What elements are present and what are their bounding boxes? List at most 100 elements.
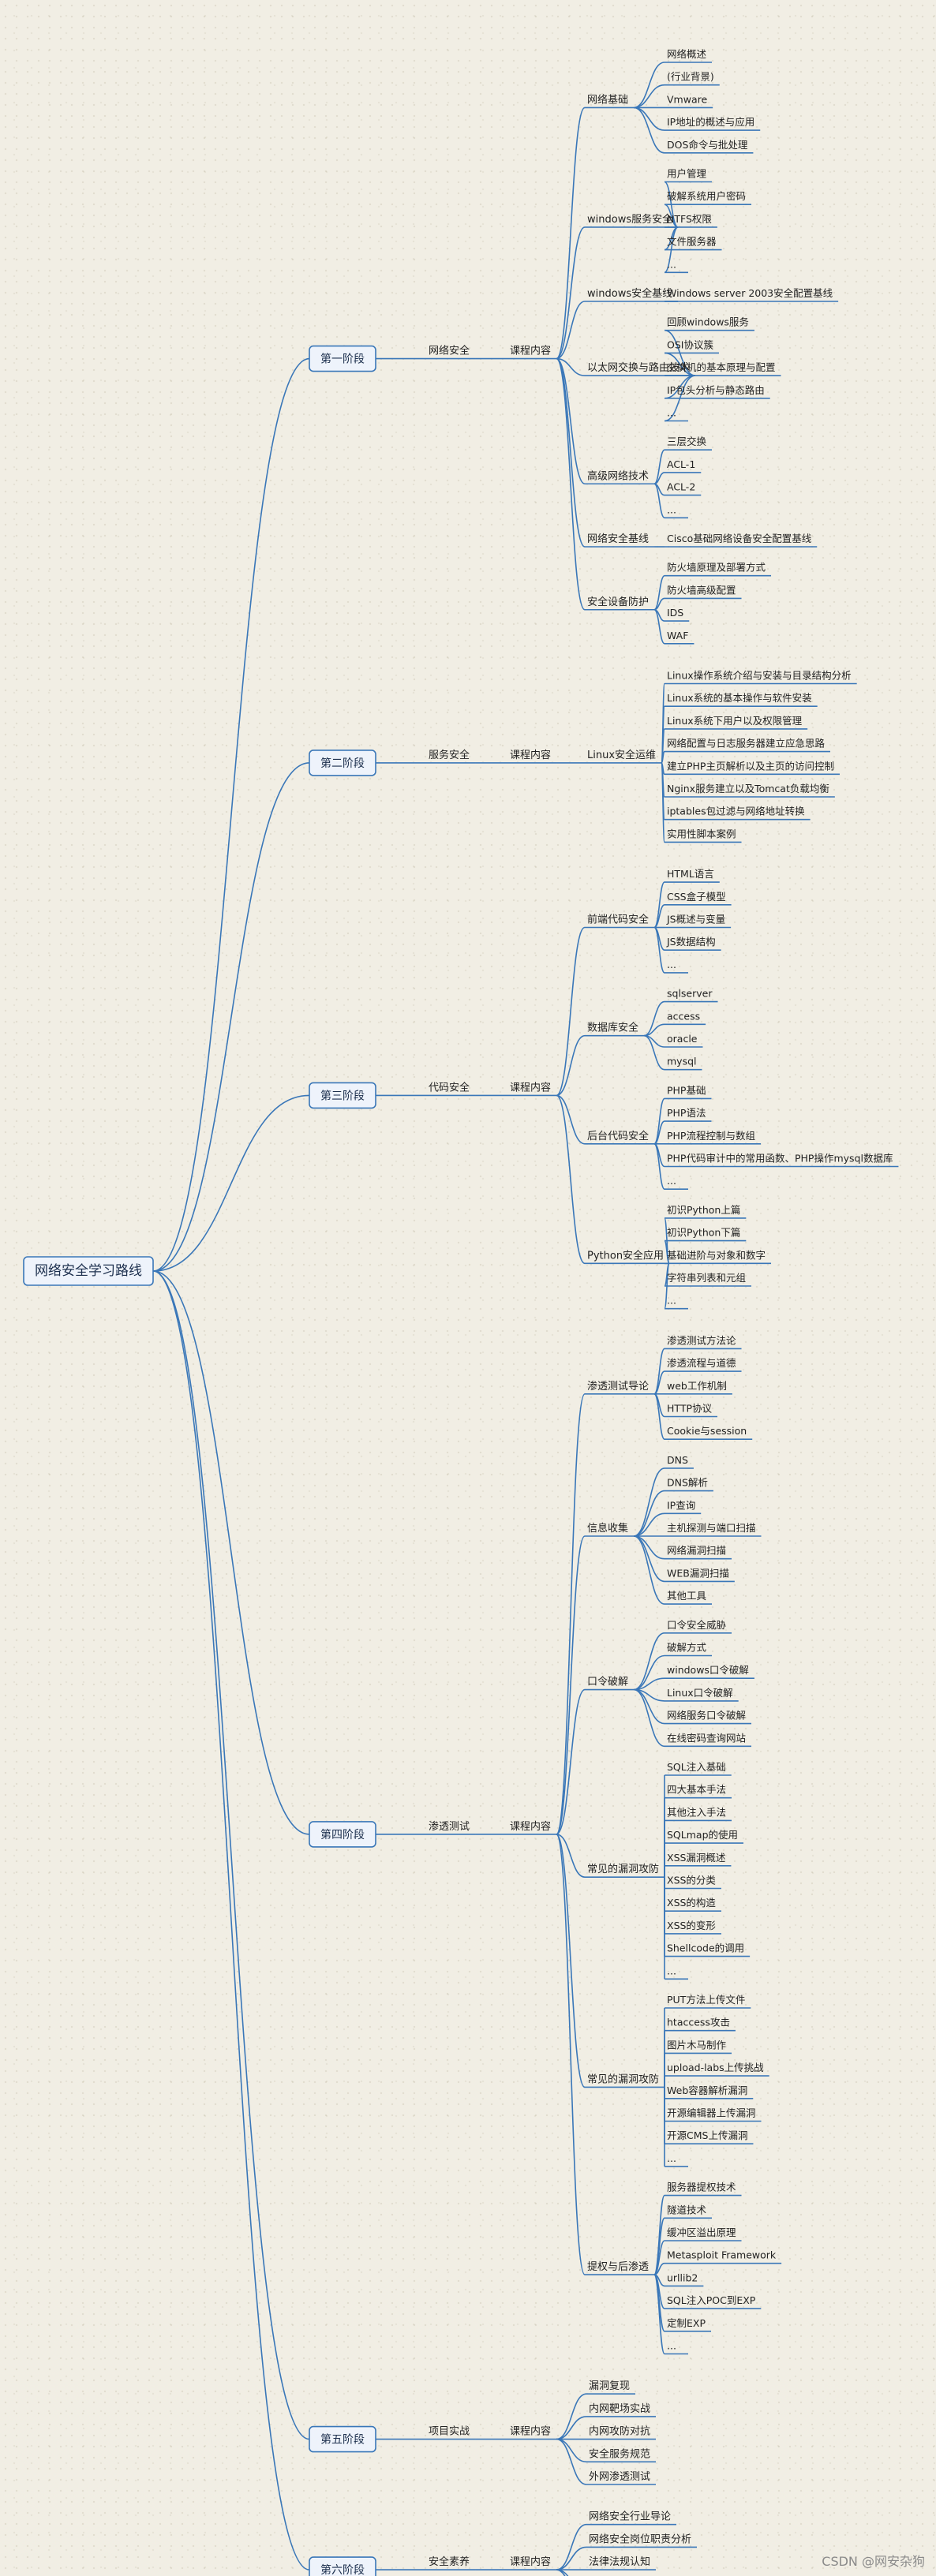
leaf-item-3-1-4: JS数据结构	[666, 936, 716, 948]
phase-node-2: 第二阶段	[320, 757, 365, 770]
leaf-item-1-7-2: 防火墙高级配置	[667, 584, 736, 596]
content-label-1: 课程内容	[510, 345, 551, 357]
group-label-1-7: 安全设备防护	[587, 596, 649, 608]
link-group-leaf-4-2-2	[633, 1490, 665, 1537]
link-group-leaf-3-2-1	[643, 1000, 665, 1037]
leaf-item-1-7-1: 防火墙原理及部署方式	[667, 562, 766, 574]
link-group-leaf-1-5-4	[653, 483, 665, 519]
group-label-4-3: 口令破解	[587, 1677, 628, 1688]
link-group-leaf-1-2-2	[664, 204, 679, 228]
leaf-item-4-2-5: 网络漏洞扫描	[667, 1545, 726, 1557]
mindmap-nodes: 网络安全学习路线第一阶段网络安全课程内容网络基础网络概述(行业背景)Vmware…	[23, 48, 893, 2576]
leaf-item-4-1-3: web工作机制	[667, 1380, 727, 1392]
link-group-leaf-3-2-4	[643, 1034, 665, 1071]
leaf-item-4-3-4: Linux口令破解	[667, 1687, 733, 1699]
leaf-item-3-2-2: access	[667, 1010, 700, 1022]
leaf-item-2-1-5: 建立PHP主页解析以及主页的访问控制	[667, 760, 834, 772]
leaf-item-4-5-7: 开源CMS上传漏洞	[667, 2129, 747, 2141]
leaf-item-1-2-1: 用户管理	[667, 168, 707, 180]
link-group-leaf-4-2-6	[633, 1535, 665, 1583]
phase-node-4: 第四阶段	[320, 1828, 365, 1841]
leaf-item-3-3-1: PHP基础	[667, 1084, 706, 1096]
leaf-item-5-2: 内网靶场实战	[589, 2402, 650, 2415]
leaf-item-4-3-1: 口令安全威胁	[667, 1619, 726, 1631]
content-label-3: 课程内容	[510, 1081, 551, 1094]
link-content-group-4-1	[556, 1393, 586, 1835]
group-label-4-1: 渗透测试导论	[587, 1381, 649, 1393]
leaf-item-4-1-5: Cookie与session	[667, 1425, 747, 1437]
link-group-leaf-4-3-1	[633, 1632, 665, 1691]
link-content-group-1-5	[556, 357, 586, 485]
leaf-item-5-1: 漏洞复现	[589, 2380, 630, 2392]
link-content-group-3-2	[556, 1034, 586, 1097]
link-content-leaf-5-4	[556, 2438, 587, 2463]
group-label-4-2: 信息收集	[587, 1522, 628, 1535]
group-label-4-5: 常见的漏洞攻防	[587, 2073, 659, 2085]
link-group-leaf-1-1-2	[633, 84, 665, 109]
leaf-item-4-4-10: ...	[667, 1965, 676, 1976]
leaf-item-3-1-2: CSS盒子模型	[667, 891, 726, 903]
leaf-item-1-4-4: IP包头分析与静态路由	[667, 384, 765, 396]
leaf-item-3-1-1: HTML语言	[667, 868, 714, 880]
group-label-2-1: Linux安全运维	[587, 749, 656, 761]
link-group-leaf-3-1-2	[653, 904, 665, 929]
leaf-item-4-1-2: 渗透流程与道德	[667, 1357, 736, 1369]
phase-node-6: 第六阶段	[320, 2563, 365, 2576]
link-root-phase-1	[152, 357, 310, 1272]
root-node-box	[23, 1256, 154, 1286]
leaf-item-4-1-1: 渗透测试方法论	[667, 1334, 736, 1346]
leaf-item-1-5-1: 三层交换	[667, 436, 707, 447]
link-content-leaf-6-1	[556, 2523, 587, 2570]
leaf-item-4-5-4: upload-labs上传挑战	[667, 2062, 764, 2073]
phase-node-1-box	[309, 345, 376, 372]
link-root-phase-5	[152, 1270, 310, 2440]
category-label-4: 渗透测试	[429, 1821, 470, 1833]
link-group-leaf-4-6-8	[653, 2274, 665, 2355]
leaf-item-4-4-1: SQL注入基础	[667, 1761, 726, 1773]
leaf-item-4-5-1: PUT方法上传文件	[667, 1994, 745, 2006]
category-label-5: 项目实战	[429, 2426, 470, 2438]
leaf-item-2-1-7: iptables包过滤与网络地址转换	[667, 806, 805, 817]
leaf-item-3-4-4: 字符串列表和元组	[667, 1272, 746, 1284]
leaf-item-1-1-5: DOS命令与批处理	[667, 139, 748, 151]
link-content-leaf-5-5	[556, 2438, 587, 2485]
mindmap-links	[152, 62, 899, 2576]
link-root-phase-3	[152, 1094, 310, 1272]
leaf-item-4-2-6: WEB漏洞扫描	[667, 1567, 729, 1579]
leaf-item-4-3-2: 破解方式	[667, 1642, 707, 1654]
link-content-leaf-6-5	[556, 2569, 566, 2576]
leaf-item-1-4-3: 交换机的基本原理与配置	[667, 361, 776, 373]
link-group-leaf-3-1-5	[653, 926, 665, 974]
leaf-item-1-4-1: 回顾windows服务	[667, 316, 749, 328]
link-content-leaf-5-1	[556, 2393, 587, 2440]
link-group-leaf-4-1-5	[653, 1393, 665, 1440]
content-label-6: 课程内容	[510, 2555, 551, 2568]
leaf-item-6-2: 网络安全岗位职责分析	[589, 2533, 691, 2545]
leaf-item-4-1-4: HTTP协议	[667, 1403, 712, 1415]
leaf-item-1-2-5: ...	[667, 258, 676, 270]
leaf-item-4-4-4: SQLmap的使用	[667, 1829, 738, 1841]
category-label-2: 服务安全	[429, 749, 470, 761]
link-group-leaf-3-3-2	[653, 1120, 665, 1145]
link-group-leaf-4-6-1	[653, 2194, 665, 2275]
leaf-item-3-4-1: 初识Python上篇	[667, 1204, 740, 1216]
link-content-group-4-6	[556, 1834, 586, 2275]
leaf-item-3-2-3: oracle	[667, 1033, 698, 1045]
leaf-item-3-3-2: PHP语法	[667, 1107, 706, 1119]
content-label-4: 课程内容	[510, 1820, 551, 1833]
leaf-item-3-1-5: ...	[667, 959, 676, 970]
category-label-6: 安全素养	[429, 2555, 470, 2568]
group-label-1-3: windows安全基线	[587, 287, 672, 300]
watermark: CSDN @网安杂狗	[822, 2554, 925, 2569]
content-label-2: 课程内容	[510, 749, 551, 761]
leaf-item-4-6-3: 缓冲区溢出原理	[667, 2226, 736, 2238]
link-content-leaf-5-2	[556, 2416, 587, 2440]
leaf-item-4-6-1: 服务器提权技术	[667, 2182, 736, 2193]
leaf-item-4-6-4: Metasploit Framework	[667, 2249, 777, 2261]
leaf-item-2-1-6: Nginx服务建立以及Tomcat负载均衡	[667, 783, 829, 794]
category-label-3: 代码安全	[429, 1081, 470, 1094]
link-group-leaf-3-3-5	[653, 1143, 665, 1190]
link-group-leaf-4-2-1	[633, 1467, 665, 1537]
link-group-leaf-4-3-6	[633, 1688, 665, 1748]
